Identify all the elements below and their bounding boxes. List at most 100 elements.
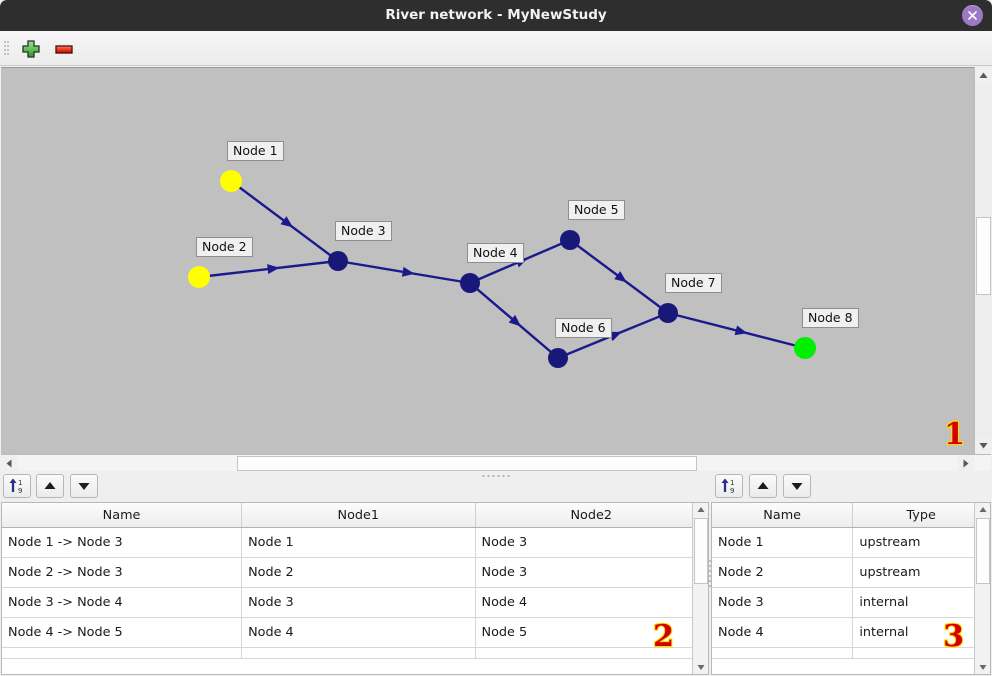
- table-cell-empty[interactable]: [475, 647, 708, 659]
- table-cell[interactable]: Node 3: [712, 587, 854, 618]
- nodes-move-down-icon[interactable]: [783, 474, 811, 498]
- table-cell[interactable]: Node 5: [475, 617, 708, 648]
- table-cell[interactable]: Node 3: [475, 527, 708, 558]
- graph-node-label-node-8[interactable]: Node 8: [802, 308, 859, 328]
- table-cell[interactable]: Node 4: [475, 587, 708, 618]
- reaches-scroll-down-arrow-icon[interactable]: [693, 660, 708, 674]
- plus-icon[interactable]: [19, 37, 43, 61]
- close-icon[interactable]: [962, 5, 983, 26]
- move-up-icon[interactable]: [36, 474, 64, 498]
- graph-edge-arrow-icon: [508, 314, 522, 327]
- graph-node-node-5[interactable]: [560, 230, 580, 250]
- nodes-scroll-up-arrow-icon[interactable]: [975, 503, 990, 517]
- scroll-right-arrow-icon[interactable]: [957, 455, 974, 472]
- graph-node-node-2[interactable]: [188, 266, 210, 288]
- reaches-table-scrollbar[interactable]: [692, 503, 708, 674]
- table-cell[interactable]: Node 3: [241, 587, 476, 618]
- sort-ascending-icon[interactable]: 1 9: [3, 474, 31, 498]
- table-cell[interactable]: Node 1: [712, 527, 854, 558]
- column-header-name[interactable]: Name: [712, 503, 854, 528]
- column-header-name[interactable]: Name: [2, 503, 243, 528]
- nodes-table-scrollbar[interactable]: [974, 503, 990, 674]
- pane-resize-grip[interactable]: [709, 560, 711, 590]
- table-cell-empty[interactable]: [2, 647, 243, 659]
- nodes-scroll-down-arrow-icon[interactable]: [975, 660, 990, 674]
- table-row-empty[interactable]: [2, 647, 708, 659]
- graph-node-node-7[interactable]: [658, 303, 678, 323]
- nodes-move-up-icon[interactable]: [749, 474, 777, 498]
- table-cell[interactable]: Node 2 -> Node 3: [2, 557, 243, 588]
- canvas-vscroll-thumb[interactable]: [976, 217, 991, 295]
- graph-node-node-6[interactable]: [548, 348, 568, 368]
- toolbar: [0, 31, 992, 66]
- table-cell[interactable]: Node 4: [712, 617, 854, 648]
- reaches-scroll-up-arrow-icon[interactable]: [693, 503, 708, 517]
- table-cell[interactable]: Node 1 -> Node 3: [2, 527, 243, 558]
- network-diagram-canvas[interactable]: Node 1 Node 2 Node 3 Node 4 Node 5 Node 6 Node…: [1, 67, 991, 454]
- graph-node-node-8[interactable]: [794, 337, 816, 359]
- scroll-down-arrow-icon[interactable]: [975, 437, 992, 454]
- table-cell[interactable]: Node 2: [241, 557, 476, 588]
- column-header-node2[interactable]: Node2: [475, 503, 708, 528]
- table-cell[interactable]: Node 4: [241, 617, 476, 648]
- table-cell-empty[interactable]: [712, 647, 854, 659]
- window-title: River network - MyNewStudy: [385, 7, 607, 23]
- canvas-hscroll-thumb[interactable]: [237, 456, 697, 471]
- graph-node-label-node-1[interactable]: Node 1: [227, 141, 284, 161]
- move-down-icon[interactable]: [70, 474, 98, 498]
- table-cell-empty[interactable]: [241, 647, 476, 659]
- table-cell[interactable]: Node 3 -> Node 4: [2, 587, 243, 618]
- table-row-empty[interactable]: [712, 647, 990, 659]
- graph-node-label-node-4[interactable]: Node 4: [467, 243, 524, 263]
- graph-edge-arrow-icon: [401, 266, 415, 277]
- nodes-sort-ascending-icon[interactable]: 1 9: [715, 474, 743, 498]
- toolbar-grip[interactable]: [4, 39, 9, 59]
- graph-node-node-3[interactable]: [328, 251, 348, 271]
- panel-splitter[interactable]: [1, 471, 991, 480]
- column-header-node1[interactable]: Node1: [241, 503, 476, 528]
- table-cell[interactable]: Node 1: [241, 527, 476, 558]
- graph-node-label-node-7[interactable]: Node 7: [665, 273, 722, 293]
- column-header-type[interactable]: Type: [852, 503, 990, 528]
- table-cell[interactable]: internal: [852, 617, 990, 648]
- nodes-scroll-thumb[interactable]: [976, 518, 990, 584]
- reaches-scroll-thumb[interactable]: [694, 518, 708, 584]
- table-cell[interactable]: Node 2: [712, 557, 854, 588]
- table-cell[interactable]: upstream: [852, 527, 990, 558]
- canvas-horizontal-scrollbar[interactable]: [1, 454, 991, 472]
- table-cell[interactable]: upstream: [852, 557, 990, 588]
- table-cell[interactable]: Node 4 -> Node 5: [2, 617, 243, 648]
- table-cell[interactable]: Node 3: [475, 557, 708, 588]
- canvas-vertical-scrollbar[interactable]: [974, 67, 992, 454]
- scroll-up-arrow-icon[interactable]: [975, 67, 992, 84]
- graph-node-label-node-5[interactable]: Node 5: [568, 200, 625, 220]
- graph-node-node-1[interactable]: [220, 170, 242, 192]
- graph-node-node-4[interactable]: [460, 273, 480, 293]
- svg-text:9: 9: [18, 487, 22, 495]
- graph-node-label-node-2[interactable]: Node 2: [196, 237, 253, 257]
- minus-icon[interactable]: [52, 37, 76, 61]
- scroll-left-arrow-icon[interactable]: [1, 455, 18, 472]
- graph-node-label-node-3[interactable]: Node 3: [335, 221, 392, 241]
- graph-node-label-node-6[interactable]: Node 6: [555, 318, 612, 338]
- graph-edge-arrow-icon: [608, 331, 622, 342]
- table-cell[interactable]: internal: [852, 587, 990, 618]
- graph-edge-arrow-icon: [280, 216, 294, 228]
- table-cell-empty[interactable]: [852, 647, 990, 659]
